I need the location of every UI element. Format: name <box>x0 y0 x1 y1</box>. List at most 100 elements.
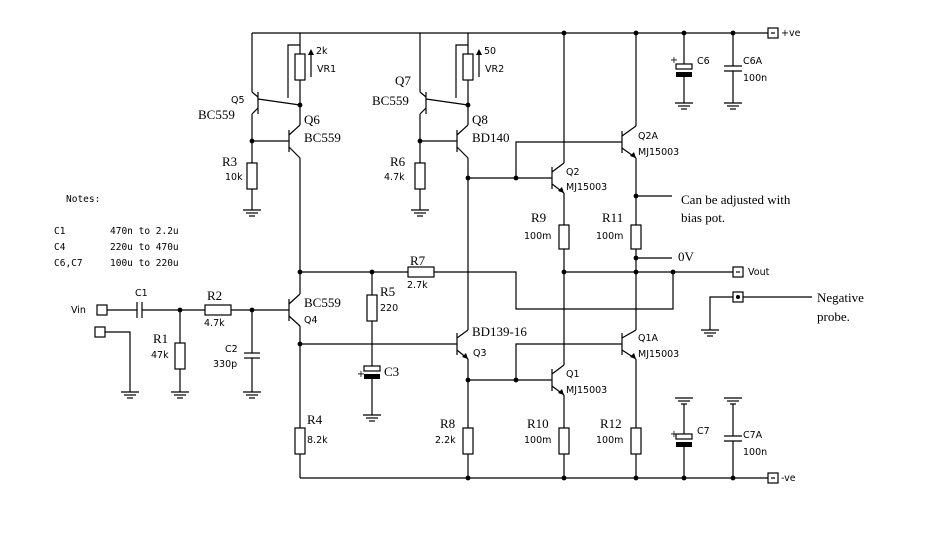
svg-text:+: + <box>670 429 678 440</box>
vr1-value: 2k <box>316 46 328 57</box>
notes-block: Notes: C1 470n to 2.2u C4 220u to 470u C… <box>54 194 179 269</box>
q8-ref: Q8 <box>472 112 488 127</box>
r12-value: 100m <box>596 435 623 446</box>
q8-type: BD140 <box>472 130 510 145</box>
vas-stage: BD139-16 Q3 R8 2.2k <box>300 324 527 478</box>
q2-type: MJ15003 <box>566 182 607 193</box>
note-part: C4 <box>54 242 66 253</box>
q6-ref: Q6 <box>304 112 320 127</box>
r2-ref: R2 <box>207 288 222 303</box>
r2-resistor <box>204 304 232 316</box>
r9-value: 100m <box>524 231 551 242</box>
r7-ref: R7 <box>410 253 426 268</box>
svg-text:+: + <box>357 369 365 380</box>
terminal-vin-ground <box>94 326 139 399</box>
terminal-vout-label: Vout <box>748 267 770 278</box>
note-value: 100u to 220u <box>110 258 179 269</box>
c7-ref: C7 <box>697 426 710 437</box>
terminal-vplus: +ve <box>767 27 801 39</box>
feedback-network: R7 2.7k R5 220 + C3 <box>300 253 674 422</box>
r4-resistor <box>294 427 306 455</box>
r9-resistor <box>558 224 570 250</box>
r7-value: 2.7k <box>407 280 428 291</box>
q4-ref: Q4 <box>304 315 318 326</box>
c6-plate <box>675 63 693 70</box>
q1-ref: Q1 <box>566 369 580 380</box>
r10-value: 100m <box>524 435 551 446</box>
annotations: Can be adjusted with bias pot. 0V Negati… <box>636 192 864 337</box>
zero-v-label: 0V <box>678 249 695 264</box>
r6-ref: R6 <box>390 154 406 169</box>
vr2-stage: 50 VR2 Q7 BC559 Q8 BD140 R6 4.7k <box>372 33 510 330</box>
r4-ref: R4 <box>307 412 323 427</box>
terminal-vin-label: Vin <box>71 305 86 316</box>
q3-ref: Q3 <box>473 348 487 359</box>
terminal-vplus-label: +ve <box>781 28 801 39</box>
r10-ref: R10 <box>527 416 549 431</box>
note-part: C1 <box>54 226 66 237</box>
bias-note-line1: Can be adjusted with <box>681 192 791 207</box>
terminal-vout: Vout <box>732 266 770 278</box>
q1a-type: MJ15003 <box>638 349 679 360</box>
vr1-stage: 2k VR1 Q5 BC559 Q6 BC559 R3 10k <box>198 33 341 272</box>
q7-ref: Q7 <box>395 73 411 88</box>
bias-note-line2: bias pot. <box>681 210 725 225</box>
q2-ref: Q2 <box>566 167 580 178</box>
r1-value: 47k <box>151 350 169 361</box>
c6-plate <box>676 72 692 77</box>
r11-resistor <box>630 224 642 250</box>
note-value: 470n to 2.2u <box>110 226 179 237</box>
c2-ref: C2 <box>225 344 238 355</box>
input-stage: C1 R1 47k R2 4.7k C2 330p BC559 Q4 <box>107 269 341 478</box>
probe-note-line2: probe. <box>817 309 850 324</box>
c6a-value: 100n <box>743 73 767 84</box>
vr2-value: 50 <box>484 46 496 57</box>
terminal-vminus-label: -ve <box>781 473 796 484</box>
vr2-ref: VR2 <box>485 64 504 75</box>
probe-note-line1: Negative <box>817 290 864 305</box>
c7-plate <box>675 433 693 440</box>
notes-title: Notes: <box>66 194 100 205</box>
r11-ref: R11 <box>602 210 623 225</box>
r5-value: 220 <box>380 303 398 314</box>
c3-ref: C3 <box>384 364 399 379</box>
r4-value: 8.2k <box>307 435 328 446</box>
c1-ref: C1 <box>135 288 148 299</box>
q6-type: BC559 <box>304 130 341 145</box>
output-stage: Q2 MJ15003 R9 100m Q2A MJ15003 R11 100m <box>465 30 733 481</box>
c7a-ref: C7A <box>743 430 763 441</box>
r8-resistor <box>462 427 474 455</box>
r1-resistor <box>174 342 186 370</box>
svg-text:+: + <box>670 55 678 66</box>
q1a-ref: Q1A <box>638 333 659 344</box>
note-value: 220u to 470u <box>110 242 179 253</box>
decoupling-positive: + C6 C6A 100n <box>670 30 767 110</box>
c2-value: 330p <box>213 359 237 370</box>
q5-ref: Q5 <box>231 95 245 106</box>
q1-type: MJ15003 <box>566 385 607 396</box>
r1-ref: R1 <box>153 331 168 346</box>
r5-ref: R5 <box>380 284 395 299</box>
vr1-resistor <box>294 53 306 81</box>
q3-type: BD139-16 <box>472 324 527 339</box>
r7-resistor <box>407 266 435 278</box>
note-part: C6,C7 <box>54 258 83 269</box>
r11-value: 100m <box>596 231 623 242</box>
r3-ref: R3 <box>222 154 237 169</box>
r2-value: 4.7k <box>204 318 225 329</box>
vr2-resistor <box>462 53 474 81</box>
r5-resistor <box>366 294 378 322</box>
terminal-vminus: -ve <box>767 472 796 484</box>
vr1-ref: VR1 <box>317 64 336 75</box>
r3-resistor <box>246 162 258 190</box>
c7a-value: 100n <box>743 447 767 458</box>
q4-type: BC559 <box>304 295 341 310</box>
r8-value: 2.2k <box>435 435 456 446</box>
q2a-ref: Q2A <box>638 131 659 142</box>
r6-resistor <box>414 162 426 190</box>
q7-type: BC559 <box>372 93 409 108</box>
r3-value: 10k <box>225 172 243 183</box>
r9-ref: R9 <box>531 210 546 225</box>
